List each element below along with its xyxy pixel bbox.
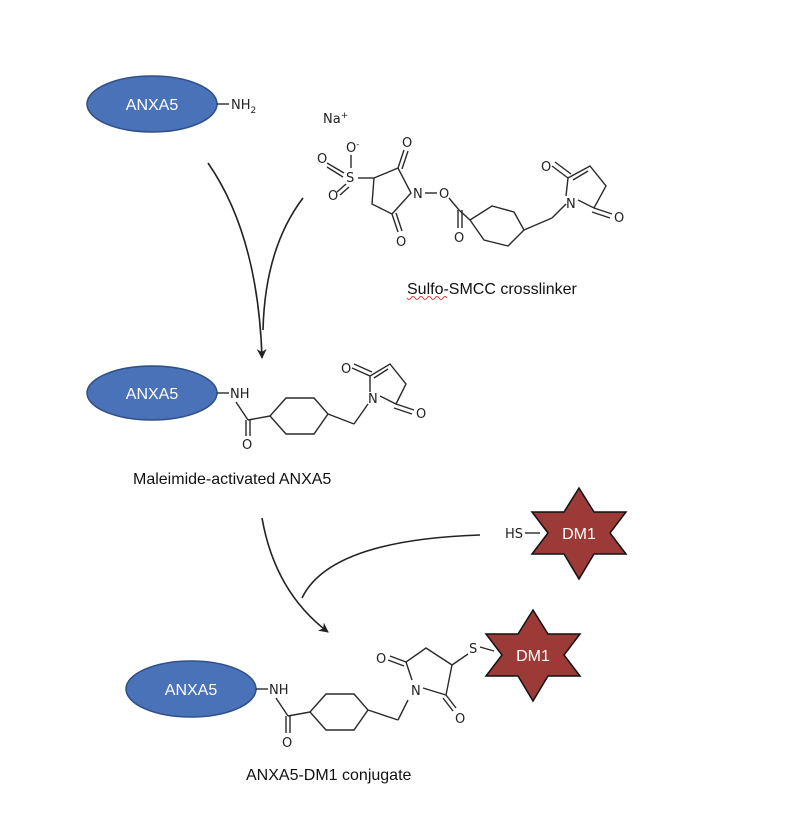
maleimide-oxygen-2b: O (416, 407, 426, 422)
reagent-arrow-2 (301, 534, 481, 599)
dm1-label: DM1 (562, 526, 596, 543)
maleimide-oxygen-1b: O (614, 211, 624, 226)
carbonyl-oxygen-3: O (282, 736, 292, 751)
amide-group-2: NH (269, 683, 289, 698)
sulfonate-oxide: O- (346, 140, 359, 156)
anxa5-label-3: ANXA5 (165, 682, 218, 699)
ester-oxygen: O (439, 187, 449, 202)
spell-check-underline (406, 296, 448, 300)
product-label: ANXA5-DM1 conjugate (246, 767, 412, 784)
thiol-group: HS (505, 527, 523, 542)
succinimide-nitrogen: N (413, 187, 423, 202)
reaction-arrow-2 (261, 517, 329, 633)
dm1-drug-star-conjugate (484, 608, 582, 703)
amine-group: NH2 (231, 98, 256, 116)
maleimide-nitrogen-2: N (368, 392, 378, 407)
reaction-arrow-1 (207, 162, 267, 359)
sulfonate-oxygen-1: O (317, 152, 327, 167)
anxa5-dm1-conjugate: ANXA5 NH O N O O S DM1 (125, 608, 582, 751)
anxa5-label: ANXA5 (126, 97, 179, 114)
maleimide-activated-anxa5: ANXA5 NH O N O O (86, 362, 426, 453)
dm1-drug-star (530, 486, 628, 581)
thioether-sulfur: S (469, 642, 477, 657)
reagent-arrow-1 (262, 197, 304, 331)
maleimide-nitrogen-1: N (566, 197, 576, 212)
succinimide-nitrogen-3: N (411, 684, 421, 699)
dm1-label-conjugate: DM1 (516, 648, 550, 665)
carbonyl-oxygen-1: O (454, 231, 464, 246)
succinimide-oxygen-3b: O (455, 712, 465, 727)
amide-group-1: NH (230, 387, 250, 402)
sulfonate-oxygen-2: O (328, 189, 338, 204)
anxa5-amine: ANXA5 NH2 (86, 75, 256, 133)
succinimide-oxygen-top: O (402, 136, 412, 151)
crosslinker-label: Sulfo-SMCC crosslinker (407, 281, 577, 298)
anxa5-label-2: ANXA5 (126, 386, 179, 403)
intermediate-label: Maleimide-activated ANXA5 (133, 471, 331, 488)
sodium-ion: Na+ (323, 111, 348, 127)
dm1-thiol: HS DM1 (505, 486, 628, 581)
succinimide-oxygen-bottom: O (396, 235, 406, 250)
succinimide-oxygen-3a: O (376, 652, 386, 667)
sulfo-smcc-structure: Na+ O- S O O O O N O O (317, 111, 624, 250)
sulfonate-sulfur: S (346, 171, 354, 186)
carbonyl-oxygen-2: O (242, 438, 252, 453)
maleimide-oxygen-2a: O (341, 362, 351, 377)
maleimide-oxygen-1a: O (541, 160, 551, 175)
